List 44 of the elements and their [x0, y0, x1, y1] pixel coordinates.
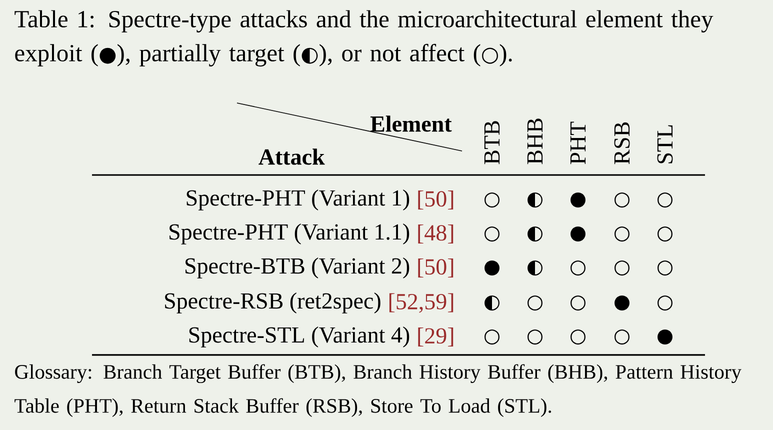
status-symbol: ○ [484, 226, 500, 242]
citation: [50] [418, 190, 454, 210]
status-symbol: ◐ [484, 296, 500, 310]
status-symbol: ○ [658, 192, 672, 208]
row-header: Spectre-PHT (Variant 1) [186, 190, 410, 210]
status-symbol: ○ [528, 329, 542, 344]
column-header: Element [370, 116, 452, 132]
status-symbol: ◐ [528, 192, 542, 208]
citation: [29] [418, 327, 454, 346]
status-symbol: ○ [614, 226, 630, 242]
column-header: STL [657, 125, 673, 164]
row-header: Spectre-STL (Variant 4) [189, 326, 410, 348]
row-header: Spectre-PHT (Variant 1.1) [170, 224, 410, 244]
status-symbol: ○ [484, 192, 500, 208]
citation: [50] [418, 258, 454, 278]
column-header: BHB [527, 118, 543, 164]
column-header: BTB [484, 121, 500, 164]
status-symbol: ● [614, 296, 630, 310]
table-caption: Table 1: Spectre-type attacks and the microarchitectural element they exploit (●), partially target (◐), or not affect (○). [14, 10, 714, 66]
status-symbol: ○ [570, 329, 586, 344]
status-symbol: ○ [658, 226, 672, 242]
status-symbol: ○ [570, 260, 586, 276]
status-symbol: ○ [614, 329, 630, 344]
row-header: Spectre-RSB (ret2spec) [165, 292, 380, 314]
status-symbol: ○ [658, 260, 672, 276]
glossary-note: Glossary: Branch Target Buffer (BTB), Branch History Buffer (BHB), Pattern History Table (PHT), Return Stack Buffer (RSB), Store To Load (STL). [14, 364, 742, 417]
citation: [48] [418, 224, 454, 244]
column-header: PHT [570, 122, 586, 164]
status-symbol: ● [658, 330, 672, 344]
status-symbol: ● [484, 260, 500, 276]
row-header: Attack [258, 148, 325, 165]
status-symbol: ○ [658, 295, 672, 310]
status-symbol: ● [570, 226, 586, 242]
column-header: RSB [614, 122, 630, 164]
status-symbol: ◐ [528, 260, 542, 276]
status-symbol: ● [570, 192, 586, 208]
status-symbol: ○ [528, 295, 542, 310]
status-symbol: ○ [614, 192, 630, 208]
status-symbol: ○ [614, 260, 630, 276]
status-symbol: ◐ [528, 226, 542, 242]
row-header: Spectre-BTB (Variant 2) [186, 258, 410, 278]
status-symbol: ○ [570, 295, 586, 310]
status-symbol: ○ [484, 329, 500, 344]
citation: [52,59] [389, 293, 454, 313]
